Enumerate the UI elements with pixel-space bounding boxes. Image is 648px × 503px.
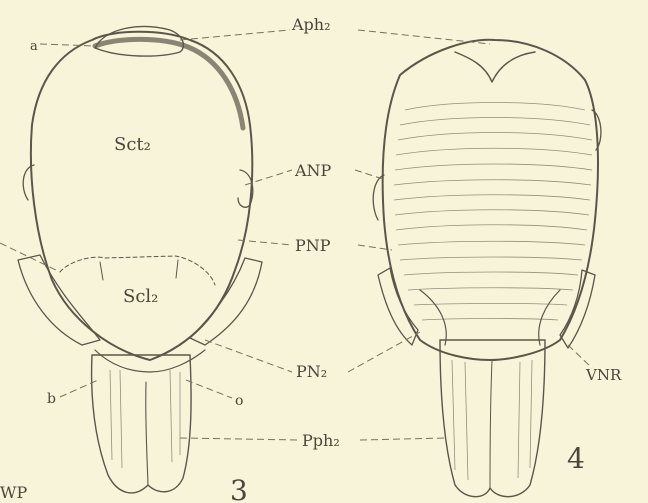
figure-3-specimen [18,27,262,493]
figure-4-postphragma [440,340,545,497]
figure-3-postphragma-shade [110,370,180,468]
figure-4-left-arm [378,268,418,345]
figure-4-postphragma-divide [490,360,492,488]
leader-o [186,380,232,398]
figure-4-postphragma-shade [452,360,532,480]
label-vnr: VNR [585,366,622,384]
label-a: a [30,39,38,54]
label-sct2: Sct₂ [114,134,151,155]
leader-left-edge [0,243,60,272]
figure-3-postphragma [92,355,192,493]
leader-pn-fig3 [205,340,292,372]
leader-vnr [568,345,592,368]
labels: a Aph₂ Sct₂ ANP PNP Scl₂ PN₂ b o VNR Pph… [0,15,622,503]
leader-pnp-fig3 [238,240,292,245]
figure-4-body-outline [383,40,598,360]
leader-aph-fig4 [358,30,490,44]
label-b: b [47,391,56,407]
leader-pph-fig4 [360,438,445,440]
label-aph2: Aph₂ [291,15,331,34]
label-pn2: PN₂ [296,362,327,381]
figure-3-postphragma-divide [146,382,148,485]
leader-aph-fig3 [180,30,290,40]
figure-3-pn-bump [95,350,205,372]
figure-3-scutellum-line [100,260,178,280]
figure-4-specimen [373,40,601,497]
figure-4-anterior-notch [455,52,535,82]
figure-4-posterior-fold [420,290,560,345]
leader-pph-fig3 [180,438,300,440]
label-scl2: Scl₂ [123,286,158,307]
label-pnp: PNP [295,236,331,255]
label-pph2: Pph₂ [302,431,340,450]
label-anp: ANP [294,161,332,180]
figure-3-left-arm [18,255,100,345]
figure-4-right-arm [560,270,595,348]
figure-3-scutellar-suture [60,256,215,285]
leader-a [40,44,96,46]
label-figure-3: 3 [230,474,248,503]
leader-pn-fig4 [348,332,420,372]
figure-3-right-arm [190,258,262,345]
label-wp: WP [0,483,27,502]
figure-3-scutum-outline [31,32,252,360]
figure-4-striations [394,103,592,321]
leader-anp-fig4 [355,170,386,180]
figure-3-scutum-rim [95,39,243,128]
label-figure-4: 4 [567,442,585,475]
label-o: o [235,393,243,409]
